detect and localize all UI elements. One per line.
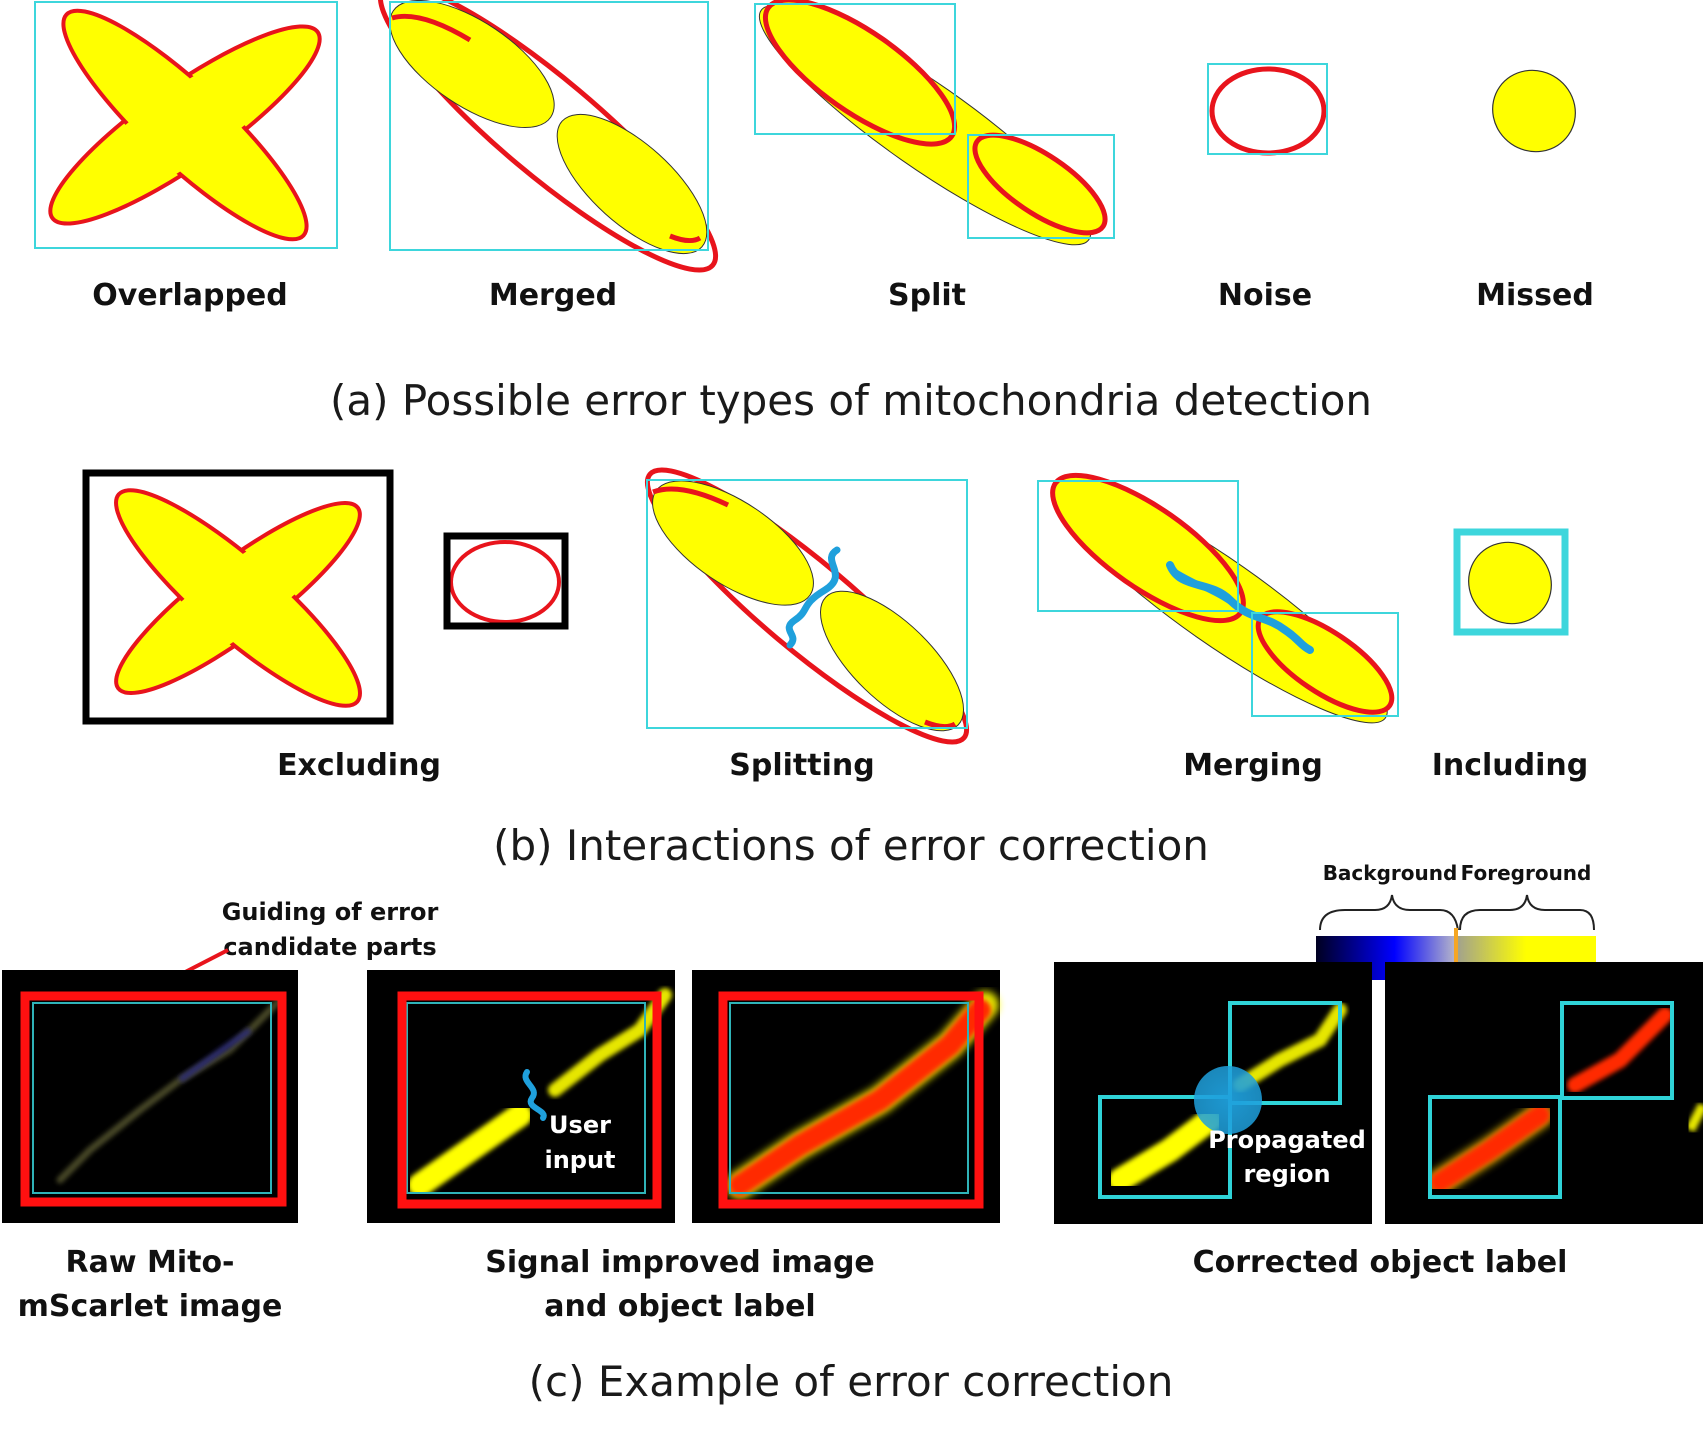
label-split: Split — [888, 278, 966, 313]
label-including: Including — [1432, 748, 1589, 783]
user-input-line2: input — [544, 1146, 615, 1174]
caption-a: (a) Possible error types of mitochondria… — [330, 376, 1372, 425]
label-splitting: Splitting — [729, 748, 874, 783]
bounding-box — [646, 479, 968, 729]
including-diagram — [1453, 528, 1569, 636]
label-raw-line2: mScarlet image — [18, 1289, 283, 1324]
brace-foreground — [1459, 894, 1595, 931]
propagated-line1: Propagated — [1208, 1126, 1366, 1154]
colorbar-label-background: Background — [1323, 861, 1458, 885]
bounding-box-lower — [967, 134, 1115, 239]
bounding-box-upper — [1037, 480, 1239, 612]
merged-object-upper — [389, 0, 555, 129]
overlapped-diagram — [34, 1, 338, 249]
section-b-labels: Excluding Splitting Merging Including — [277, 748, 1588, 783]
propagated-line2: region — [1243, 1160, 1330, 1188]
guide-note-line2: candidate parts — [223, 933, 436, 961]
bounding-box — [389, 1, 709, 251]
propagated-region-circle — [1194, 1066, 1262, 1134]
label-missed: Missed — [1476, 278, 1594, 313]
brace-background — [1319, 894, 1459, 931]
split-diagram — [754, 0, 1115, 246]
bounding-box-upper — [754, 3, 956, 135]
excluding-noise — [443, 532, 569, 630]
label-overlapped: Overlapped — [92, 278, 288, 313]
colorbar-label-foreground: Foreground — [1461, 861, 1592, 885]
guide-note-line1: Guiding of error — [222, 898, 439, 926]
merged-diagram — [377, 0, 719, 273]
noise-outline — [1209, 66, 1327, 156]
label-excluding: Excluding — [277, 748, 441, 783]
missed-object — [1492, 69, 1576, 153]
label-corrected: Corrected object label — [1193, 1245, 1568, 1280]
section-a-labels: Overlapped Merged Split Noise Missed — [92, 278, 1594, 313]
cross-shape — [48, 8, 322, 242]
noise-diagram — [1207, 63, 1328, 156]
caption-c: (c) Example of error correction — [529, 1357, 1174, 1406]
bounding-box — [1207, 63, 1328, 155]
exclude-box — [82, 469, 394, 725]
section-c: Guiding of error candidate parts Backgro… — [2, 861, 1703, 1406]
bounding-box-lower — [1251, 612, 1399, 717]
merging-diagram — [1037, 472, 1399, 724]
exclude-box-small — [443, 532, 569, 630]
splitting-diagram — [644, 467, 970, 745]
label-merging: Merging — [1183, 748, 1323, 783]
user-input-stroke — [522, 1069, 547, 1121]
panel-propagated: Propagated region — [1054, 962, 1372, 1224]
label-signal-line1: Signal improved image — [485, 1245, 875, 1280]
label-raw-line1: Raw Mito- — [65, 1245, 234, 1280]
bounding-box — [34, 1, 338, 249]
excluding-cross — [82, 469, 394, 725]
include-box — [1453, 528, 1569, 636]
caption-b: (b) Interactions of error correction — [493, 821, 1209, 870]
split-part-upper — [762, 0, 958, 147]
user-input-line1: User — [549, 1111, 611, 1139]
error-candidate-box — [20, 991, 287, 1207]
label-signal-line2: and object label — [544, 1289, 815, 1324]
panel-signal-improved: User input — [367, 970, 675, 1223]
merged-object-lower — [556, 113, 708, 255]
panel-object-label — [692, 970, 1000, 1223]
missed-diagram — [1492, 69, 1576, 153]
panel-corrected — [1385, 962, 1703, 1224]
panel-raw — [2, 970, 298, 1223]
label-merged: Merged — [489, 278, 617, 313]
section-a: Overlapped Merged Split Noise Missed (a)… — [34, 0, 1594, 425]
user-split-stroke — [785, 546, 841, 649]
label-noise: Noise — [1218, 278, 1312, 313]
split-part-lower — [972, 132, 1108, 236]
section-b: Excluding Splitting Merging Including (b… — [82, 467, 1588, 870]
